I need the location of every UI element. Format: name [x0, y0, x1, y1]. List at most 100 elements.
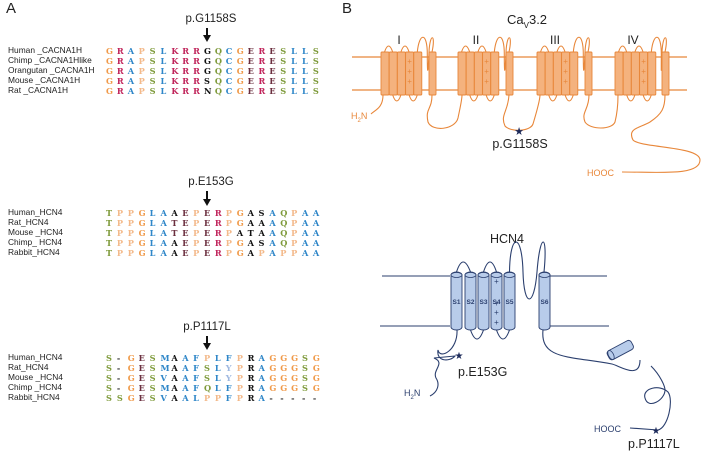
amino-acid: - [269, 393, 273, 403]
cav-n-terminus: H2N [351, 111, 367, 124]
amino-acid: E [247, 46, 254, 56]
amino-acid: F [193, 373, 199, 383]
alignment-title: p.G1158S [185, 13, 237, 25]
amino-acid: E [204, 218, 211, 228]
charge-plus-icon: + [494, 318, 499, 327]
amino-acid: C [225, 66, 233, 76]
hcn-loop [429, 329, 458, 397]
amino-acid: G [291, 353, 299, 363]
amino-acid: L [149, 248, 156, 258]
amino-acid: P [138, 66, 145, 76]
amino-acid: S [302, 373, 308, 383]
amino-acid: A [269, 248, 276, 258]
transmembrane-helix [536, 51, 546, 96]
amino-acid: L [160, 76, 167, 86]
intracellular-loop [477, 45, 487, 53]
amino-acid: Q [280, 238, 288, 248]
pore-helix [661, 51, 670, 96]
intracellular-loop [400, 45, 410, 53]
amino-acid: S [302, 383, 308, 393]
amino-acid: A [302, 218, 309, 228]
amino-acid: R [247, 363, 255, 373]
transmembrane-helix [630, 51, 640, 96]
amino-acid: G [138, 238, 146, 248]
species-label: Mouse _HCN4 [8, 227, 63, 237]
amino-acid: C [225, 46, 233, 56]
species-label: Rat_HCN4 [8, 217, 49, 227]
amino-acid: R [182, 76, 190, 86]
amino-acid: S [149, 76, 156, 86]
amino-acid: G [269, 363, 277, 373]
amino-acid: S [302, 353, 308, 363]
intracellular-loop [548, 94, 558, 102]
amino-acid: S [149, 363, 156, 373]
amino-acid: P [280, 248, 287, 258]
amino-acid: A [269, 228, 276, 238]
intracellular-loop [564, 94, 574, 102]
amino-acid: R [193, 46, 200, 56]
amino-acid: L [291, 76, 297, 86]
amino-acid: A [312, 238, 320, 248]
amino-acid: R [116, 66, 124, 76]
amino-acid: G [236, 248, 244, 258]
amino-acid: R [247, 393, 255, 403]
amino-acid: R [116, 76, 124, 86]
amino-acid: A [247, 248, 254, 258]
amino-acid: E [182, 238, 189, 248]
amino-acid: R [258, 66, 266, 76]
cylinder-cap [538, 272, 551, 278]
intracellular-loop [650, 36, 667, 71]
amino-acid: P [127, 248, 134, 258]
arrow-icon [206, 28, 208, 36]
amino-acid: L [302, 66, 308, 76]
amino-acid: A [258, 363, 265, 373]
arrow-icon [206, 336, 208, 344]
amino-acid: S [280, 56, 287, 66]
amino-acid: P [116, 228, 124, 238]
amino-acid: T [106, 238, 113, 248]
amino-acid: P [138, 76, 145, 86]
amino-acid: A [127, 56, 135, 66]
amino-acid: A [127, 76, 135, 86]
domain-label: IV [627, 33, 638, 47]
amino-acid: S [280, 86, 287, 96]
segment-label: S1 [453, 299, 461, 306]
amino-acid: E [269, 46, 276, 56]
amino-acid: R [116, 86, 124, 96]
amino-acid: S [280, 76, 287, 86]
amino-acid: E [204, 208, 211, 218]
amino-acid: P [193, 238, 200, 248]
amino-acid: A [258, 353, 265, 363]
amino-acid: G [280, 373, 288, 383]
amino-acid: P [291, 228, 298, 238]
amino-acid: F [193, 363, 199, 373]
amino-acid: S [312, 76, 319, 86]
charge-plus-icon: + [494, 299, 499, 308]
amino-acid: P [138, 56, 145, 66]
amino-acid: P [236, 383, 243, 393]
amino-acid: Y [225, 363, 232, 373]
amino-acid: T [106, 248, 113, 258]
amino-acid: - [302, 393, 306, 403]
segment-label: S6 [541, 299, 549, 306]
amino-acid: E [138, 393, 145, 403]
domain-label: II [473, 33, 480, 47]
hcn-n-terminus: H2N [404, 388, 420, 401]
transmembrane-helix [388, 51, 398, 96]
amino-acid: E [204, 248, 211, 258]
amino-acid: G [269, 383, 277, 393]
charge-plus-icon: + [494, 308, 499, 317]
charge-plus-icon: + [484, 67, 489, 76]
amino-acid: S [149, 373, 156, 383]
amino-acid: R [193, 86, 200, 96]
amino-acid: Q [280, 208, 288, 218]
intracellular-loop [370, 94, 384, 115]
amino-acid: G [138, 248, 146, 258]
